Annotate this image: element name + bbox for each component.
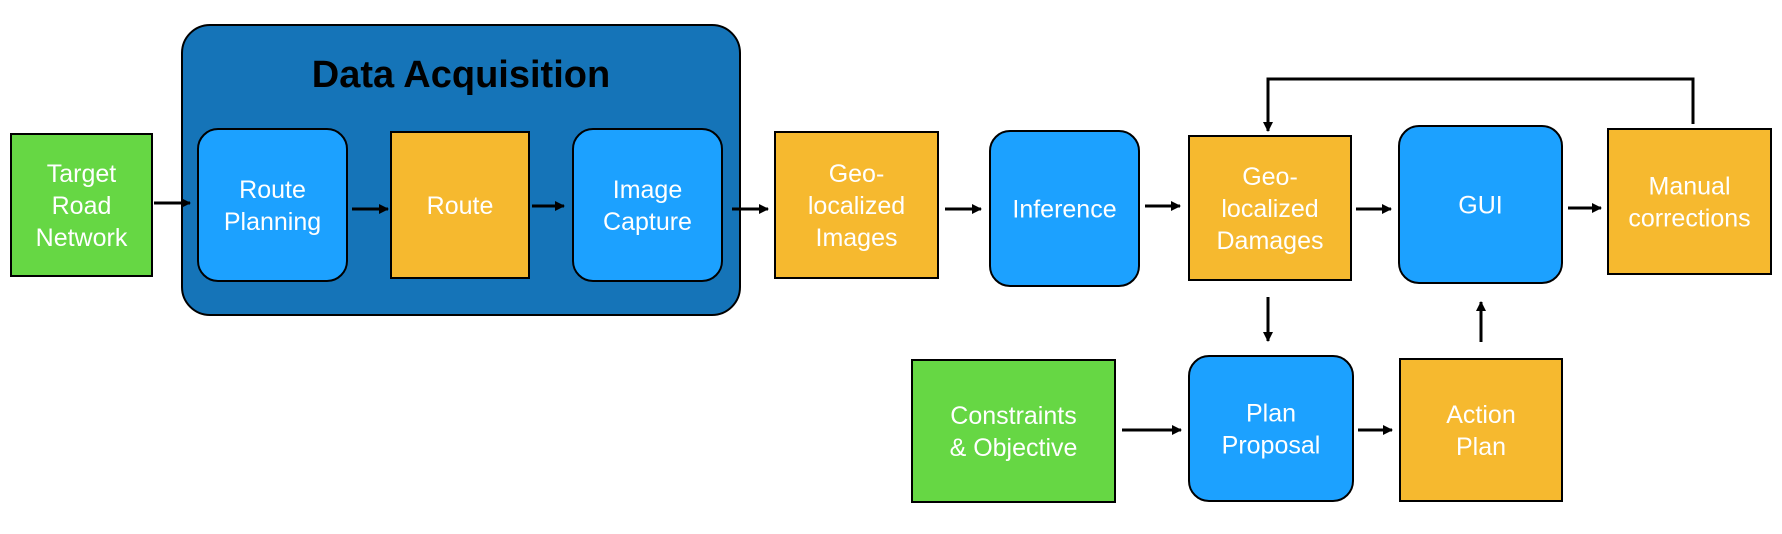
node-label-route-planning-line-2: Planning bbox=[224, 208, 321, 236]
node-label-geo-localized-images-line-3: Images bbox=[816, 224, 898, 252]
node-label-manual-corrections-line-1: Manual bbox=[1649, 173, 1731, 201]
node-box-route bbox=[390, 131, 530, 279]
node-label-action-plan-line-2: Plan bbox=[1456, 433, 1506, 461]
node-box-target-road-network bbox=[10, 133, 153, 277]
node-label-target-road-network-line-2: Road bbox=[52, 192, 112, 220]
node-label-geo-localized-damages-line-3: Damages bbox=[1217, 227, 1324, 255]
node-label-constraints-objective-line-2: & Objective bbox=[950, 434, 1078, 462]
node-route: Route bbox=[390, 131, 530, 279]
node-label-manual-corrections-line-2: corrections bbox=[1628, 205, 1750, 233]
node-label-route-planning-line-1: Route bbox=[239, 176, 306, 204]
nodes-layer: TargetRoadNetworkRoutePlanningRouteImage… bbox=[10, 125, 1772, 503]
node-gui: GUI bbox=[1398, 125, 1563, 284]
node-constraints-objective: Constraints & Objective bbox=[911, 359, 1116, 503]
node-box-constraints-objective bbox=[911, 359, 1116, 503]
node-box-gui bbox=[1398, 125, 1563, 284]
node-box-image-capture bbox=[572, 128, 723, 282]
node-label-plan-proposal-line-2: Proposal bbox=[1222, 432, 1321, 460]
node-box-route-planning bbox=[197, 128, 348, 282]
node-box-plan-proposal bbox=[1188, 355, 1354, 502]
data-acquisition-title: Data Acquisition bbox=[312, 54, 610, 96]
node-inference: Inference bbox=[989, 130, 1140, 287]
node-box-action-plan bbox=[1399, 358, 1563, 502]
node-label-action-plan-line-1: Action bbox=[1446, 401, 1515, 429]
node-manual-corrections: Manual corrections bbox=[1607, 128, 1772, 275]
node-label-geo-localized-images-line-1: Geo- bbox=[829, 160, 885, 188]
node-label-gui-line-1: GUI bbox=[1458, 192, 1502, 220]
node-label-constraints-objective-line-1: Constraints bbox=[950, 402, 1076, 430]
node-label-image-capture-line-1: Image bbox=[613, 176, 682, 204]
edges-layer bbox=[154, 77, 1695, 435]
node-label-geo-localized-damages-line-2: localized bbox=[1221, 195, 1318, 223]
node-label-inference-line-1: Inference bbox=[1012, 196, 1116, 224]
node-label-target-road-network-line-1: Target bbox=[47, 160, 117, 188]
node-label-geo-localized-images-line-2: localized bbox=[808, 192, 905, 220]
node-box-inference bbox=[989, 130, 1140, 287]
node-label-plan-proposal-line-1: Plan bbox=[1246, 400, 1296, 428]
edge-manual-corrections-to-geo-localized-damages bbox=[1263, 77, 1695, 132]
node-label-target-road-network-line-3: Network bbox=[36, 224, 128, 252]
node-label-route-line-1: Route bbox=[427, 192, 494, 220]
node-label-geo-localized-damages-line-1: Geo- bbox=[1242, 163, 1298, 191]
node-label-image-capture-line-2: Capture bbox=[603, 208, 692, 236]
node-box-geo-localized-images bbox=[774, 131, 939, 279]
node-box-geo-localized-damages bbox=[1188, 135, 1352, 281]
node-box-manual-corrections bbox=[1607, 128, 1772, 275]
